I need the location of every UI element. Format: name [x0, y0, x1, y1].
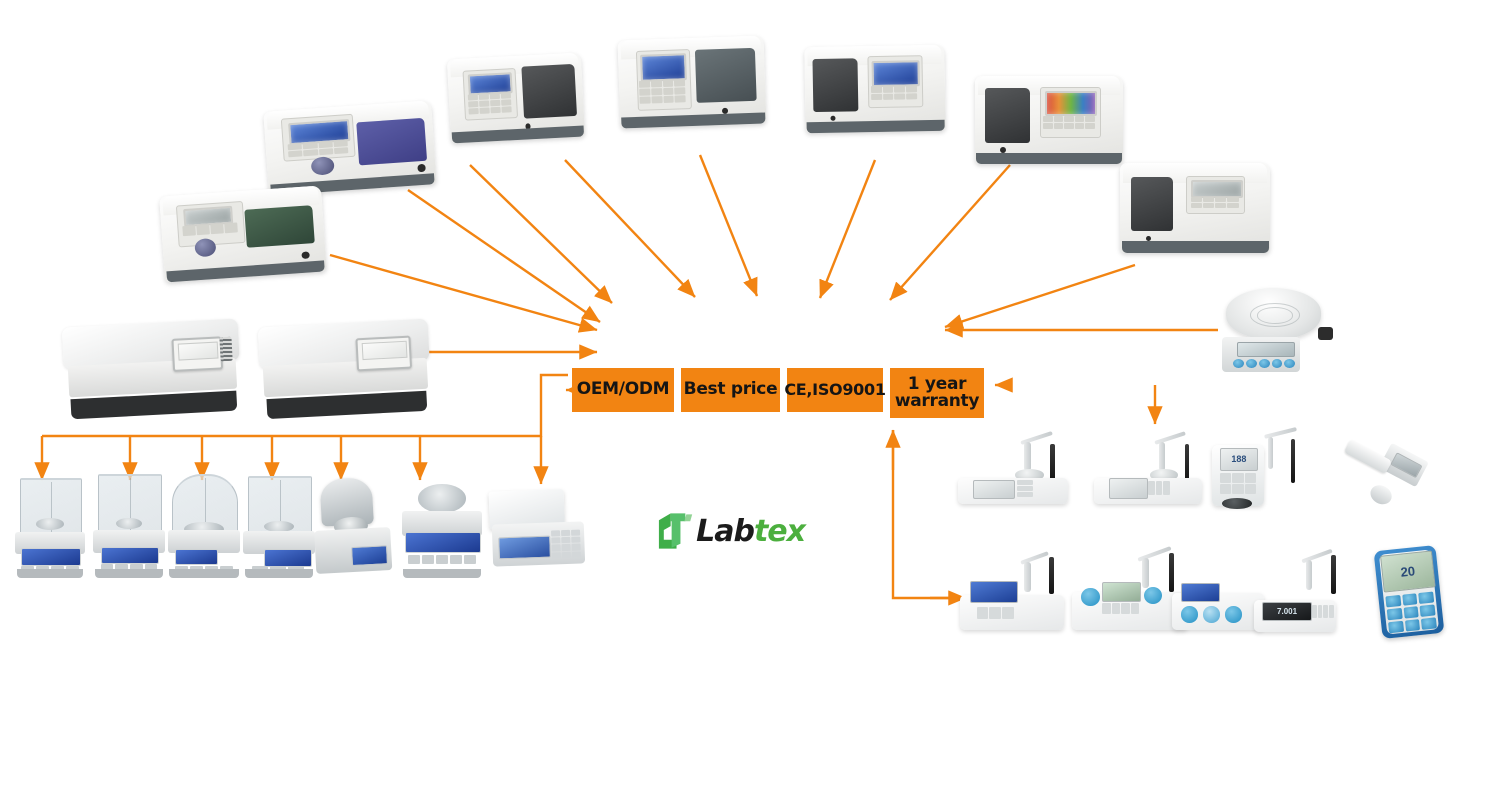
device-ph-panel-blue[interactable] [1172, 556, 1264, 630]
device-spec-bench-left[interactable] [61, 318, 243, 420]
labtex-wordmark: Labtex [696, 513, 806, 549]
arrow-from-spec-uv-lightpanel [944, 263, 1136, 329]
badge-warranty-line1: 1 year [907, 373, 967, 394]
logo-text-lab: Lab [696, 513, 755, 549]
device-spec-uv-dark[interactable] [446, 52, 586, 144]
arrow-from-spec-uv-dark [469, 164, 613, 304]
device-ph-bench-1[interactable] [958, 431, 1068, 504]
labtex-logo: Labtex [655, 506, 806, 556]
badge-ce-iso9001-label: CE,ISO9001 [784, 379, 886, 399]
device-magnetic-stirrer[interactable] [1222, 288, 1334, 372]
device-ph-flat[interactable]: 7.001 [1253, 548, 1366, 632]
device-spec-uv-lightpanel[interactable] [1120, 163, 1270, 253]
device-ph-oval-keys[interactable] [1072, 545, 1188, 630]
badge-best-price[interactable]: Best price [681, 368, 780, 412]
lt-monogram-icon [658, 513, 693, 549]
device-ph-portable[interactable]: 20 [1373, 545, 1445, 639]
arrow-from-spec-uv-color [889, 164, 1011, 301]
badge-best-price-label: Best price [683, 379, 778, 400]
arrow-from-spec-uv-mirrored [818, 159, 877, 299]
arrow-from-spec-vis-green [329, 253, 598, 333]
device-ph-bench-2[interactable] [1094, 431, 1202, 504]
ph-tilt-reading: 188 [1219, 448, 1259, 471]
device-spec-uv-mirrored[interactable] [804, 44, 946, 134]
device-bal-bench[interactable] [488, 488, 588, 573]
device-bal-precision[interactable] [400, 482, 484, 578]
arrow-from-spec-uv-kpd2 [698, 154, 759, 297]
device-bal-moisture[interactable] [309, 476, 394, 578]
device-spec-uv-color[interactable] [975, 76, 1123, 164]
meter-bus-bottom [891, 430, 950, 600]
ph-portable-reading: 20 [1380, 550, 1436, 594]
badge-warranty-line2: warranty [894, 391, 980, 411]
device-bal-analytical-3[interactable] [166, 474, 242, 578]
device-bal-analytical-4[interactable] [242, 476, 316, 578]
arrow-from-spec-vis-purple [407, 189, 601, 323]
device-bal-analytical-2[interactable] [92, 474, 166, 578]
device-bal-analytical-1[interactable] [14, 478, 86, 578]
logo-text-tex: tex [753, 513, 806, 549]
device-ph-tilt[interactable]: 188 [1212, 427, 1308, 510]
device-spec-uv-keypad[interactable] [617, 35, 767, 129]
device-spec-bench-right[interactable] [257, 318, 433, 420]
device-ph-pen[interactable] [1325, 420, 1434, 522]
badge-oem-odm-label: OEM/ODM [576, 379, 670, 400]
ph-flat-reading: 7.001 [1262, 601, 1312, 622]
device-spec-vis-purple[interactable] [263, 100, 437, 196]
arrow-from-spec-uv-keypad [564, 159, 696, 298]
device-spec-vis-green[interactable] [159, 185, 327, 283]
badge-one-year-warranty[interactable]: 1 year warranty [890, 368, 984, 418]
badge-ce-iso9001[interactable]: CE,ISO9001 [784, 368, 886, 412]
badge-oem-odm[interactable]: OEM/ODM [572, 368, 674, 412]
device-ph-lcd-blue[interactable] [960, 550, 1064, 630]
